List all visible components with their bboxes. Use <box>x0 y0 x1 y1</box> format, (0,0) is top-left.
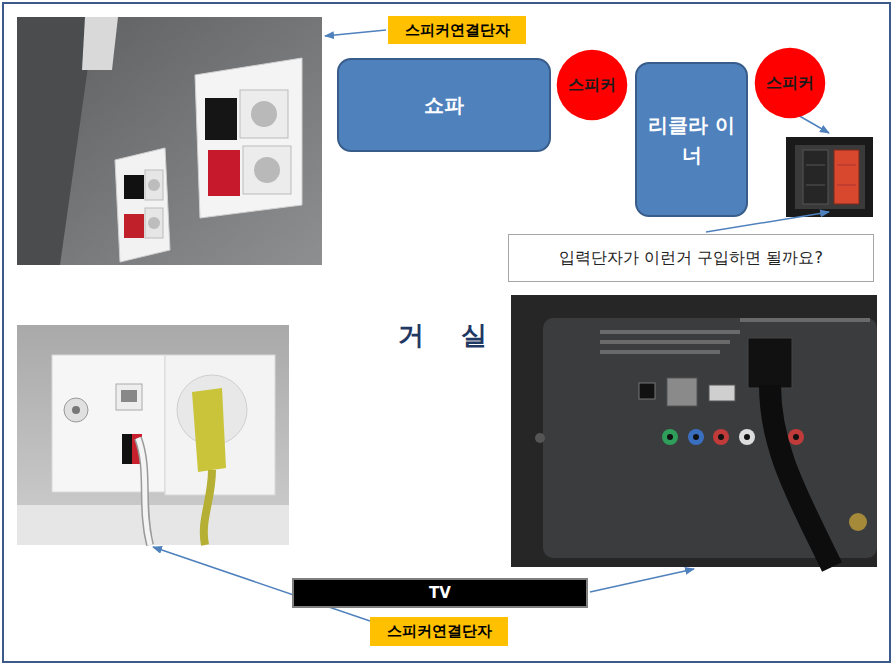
recliner-box: 리클라 이너 <box>635 62 748 217</box>
node-text: 쇼파 <box>424 90 464 120</box>
node-text: TV <box>429 584 451 602</box>
speaker-circle: 스피커 <box>754 47 826 119</box>
text-group: 스피커 <box>568 75 616 96</box>
frame <box>3 3 890 662</box>
node-text: 스피커연결단자 <box>387 622 492 641</box>
text-group: 쇼파 <box>424 90 464 120</box>
leader-arrows <box>153 30 829 621</box>
node-text: 스피커연결단자 <box>405 21 510 40</box>
tv-back-photo <box>511 295 877 567</box>
terminal-photo <box>17 17 322 265</box>
node-text: 스피커 <box>766 73 814 94</box>
question-note: 입력단자가 이런거 구입하면 될까요? <box>508 234 874 282</box>
sofa-box: 쇼파 <box>337 58 551 152</box>
room-label: 거 실 <box>398 318 501 353</box>
text-group: 스피커연결단자 <box>387 622 492 641</box>
text-group: TV <box>429 584 451 602</box>
node-text: 리클라 이너 <box>647 110 736 170</box>
wall-plate-photo <box>17 325 289 545</box>
node-text: 입력단자가 이런거 구입하면 될까요? <box>559 248 823 269</box>
speaker-circle: 스피커 <box>556 49 628 121</box>
tv-bar: TV <box>292 578 588 608</box>
terminal-thumbnail <box>786 137 873 217</box>
text-group: 리클라 이너 <box>647 110 736 170</box>
text-group: 입력단자가 이런거 구입하면 될까요? <box>559 248 823 269</box>
node-text: 스피커 <box>568 75 616 96</box>
callout-tag: 스피커연결단자 <box>370 617 508 646</box>
text-group: 스피커연결단자 <box>405 21 510 40</box>
callout-tag: 스피커연결단자 <box>388 16 526 44</box>
text-group: 스피커 <box>766 73 814 94</box>
